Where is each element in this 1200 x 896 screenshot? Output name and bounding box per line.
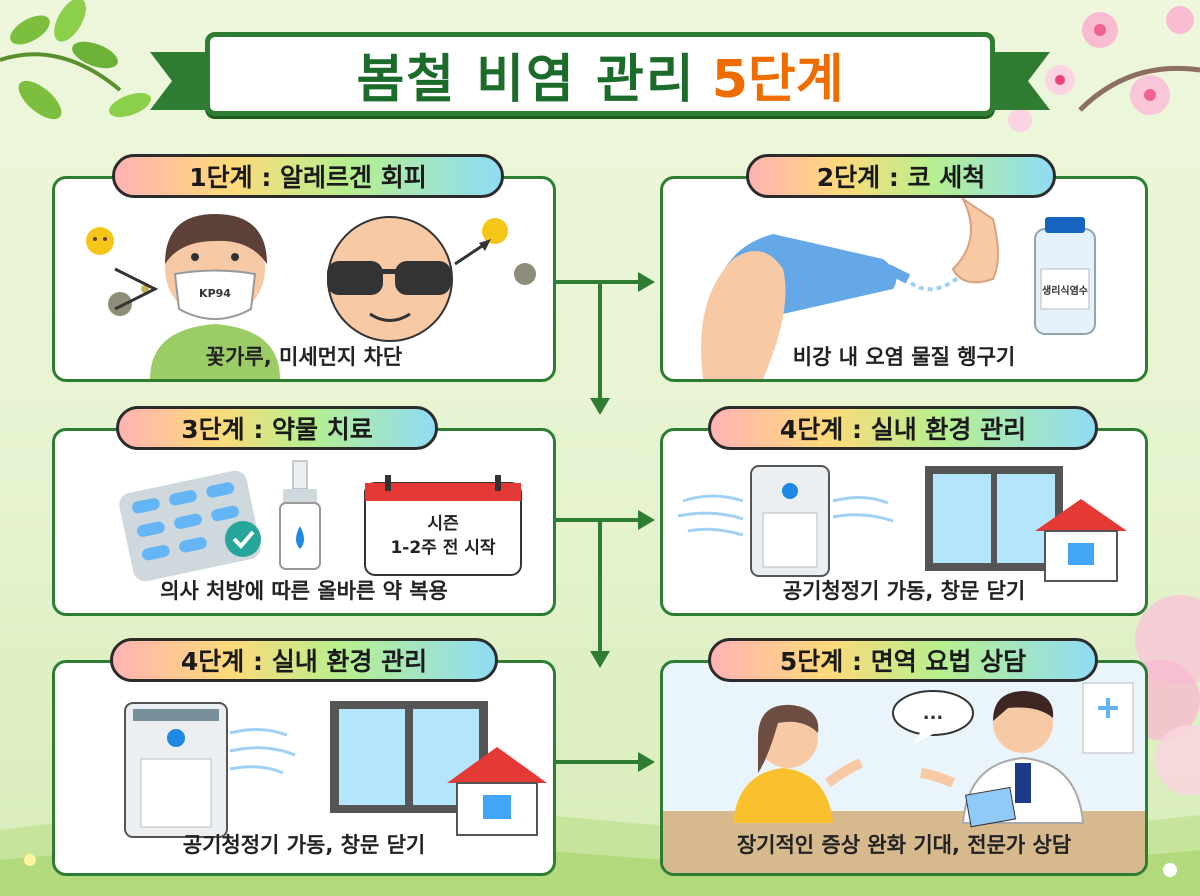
- page-title-accent: 5단계: [711, 49, 844, 110]
- step-2-caption: 비강 내 오염 물질 헹구기: [792, 345, 1016, 369]
- step-3-label: 3단계 : 약물 치료: [116, 406, 438, 450]
- cherry-blossom-icon: [1008, 6, 1200, 132]
- mask-and-glasses-illustration: KP94: [86, 214, 536, 379]
- step-4-label-left: 4단계 : 실내 환경 관리: [110, 638, 498, 682]
- step-5-card: ... 장기적인 증상 완화 기대, 전문가 상담: [660, 660, 1148, 876]
- step-5-label: 5단계 : 면역 요법 상담: [708, 638, 1098, 682]
- medication-illustration: 시즌 1-2주 전 시작: [119, 460, 522, 582]
- hand-bottle-icon: [701, 234, 965, 379]
- speech-bubble-icon: [892, 690, 974, 745]
- calendar-icon: [364, 475, 522, 576]
- step-1-label: 1단계 : 알레르겐 회피: [112, 154, 504, 198]
- step-4-caption-left: 공기청정기 가동, 창문 닫기: [182, 833, 426, 857]
- step-5-caption: 장기적인 증상 완화 기대, 전문가 상담: [736, 833, 1072, 857]
- doctor-consultation-illustration: ...: [663, 682, 1145, 873]
- step-2-label: 2단계 : 코 세척: [746, 154, 1056, 198]
- step-1-caption: 꽃가루, 미세먼지 차단: [205, 345, 403, 369]
- air-purifier-window-illustration-2: [124, 701, 547, 838]
- air-purifier-icon: [124, 702, 228, 838]
- mask-label: KP94: [199, 287, 231, 300]
- step-4-card-right: 공기청정기 가동, 창문 닫기: [660, 428, 1148, 616]
- pill-blister-icon: [119, 470, 261, 582]
- air-flow-icon: [677, 494, 894, 537]
- air-purifier-icon: [750, 465, 830, 577]
- calendar-line-2: 1-2주 전 시작: [390, 538, 495, 558]
- nasal-rinse-illustration: 생리식염수: [701, 196, 1096, 379]
- step-2-card: 생리식염수 비강 내 오염 물질 헹구기: [660, 176, 1148, 382]
- house-icon: [447, 747, 547, 836]
- step-4-label-right: 4단계 : 실내 환경 관리: [708, 406, 1098, 450]
- nose-icon: [951, 196, 999, 284]
- pollen-icon: [86, 218, 536, 316]
- calendar-line-1: 시즌: [427, 514, 459, 534]
- air-purifier-window-illustration: [677, 465, 1127, 582]
- window-icon: [330, 701, 488, 813]
- step-4-caption-right: 공기청정기 가동, 창문 닫기: [782, 579, 1026, 603]
- patient-icon: [733, 704, 863, 823]
- page-title: 봄철 비염 관리: [356, 49, 696, 110]
- saline-bottle-icon: [1034, 217, 1096, 335]
- house-icon: [1035, 499, 1127, 582]
- doctor-icon: [920, 691, 1085, 828]
- speech-text: ...: [923, 703, 944, 724]
- air-flow-icon: [229, 728, 296, 775]
- title-banner: 봄철 비염 관리 5단계: [205, 32, 995, 116]
- masked-person-icon: [150, 214, 280, 379]
- saline-label: 생리식염수: [1042, 284, 1088, 297]
- nasal-spray-icon: [279, 460, 321, 570]
- sunglasses-face-icon: [327, 216, 453, 342]
- step-3-caption: 의사 처방에 따른 올바른 약 복용: [160, 579, 448, 603]
- step-3-card: 시즌 1-2주 전 시작 의사 처방에 따른 올바른 약 복용: [52, 428, 556, 616]
- step-1-card: KP94 꽃가루, 미세먼지 차단: [52, 176, 556, 382]
- leaf-branch-icon: [0, 0, 151, 120]
- step-4-card-left: 공기청정기 가동, 창문 닫기: [52, 660, 556, 876]
